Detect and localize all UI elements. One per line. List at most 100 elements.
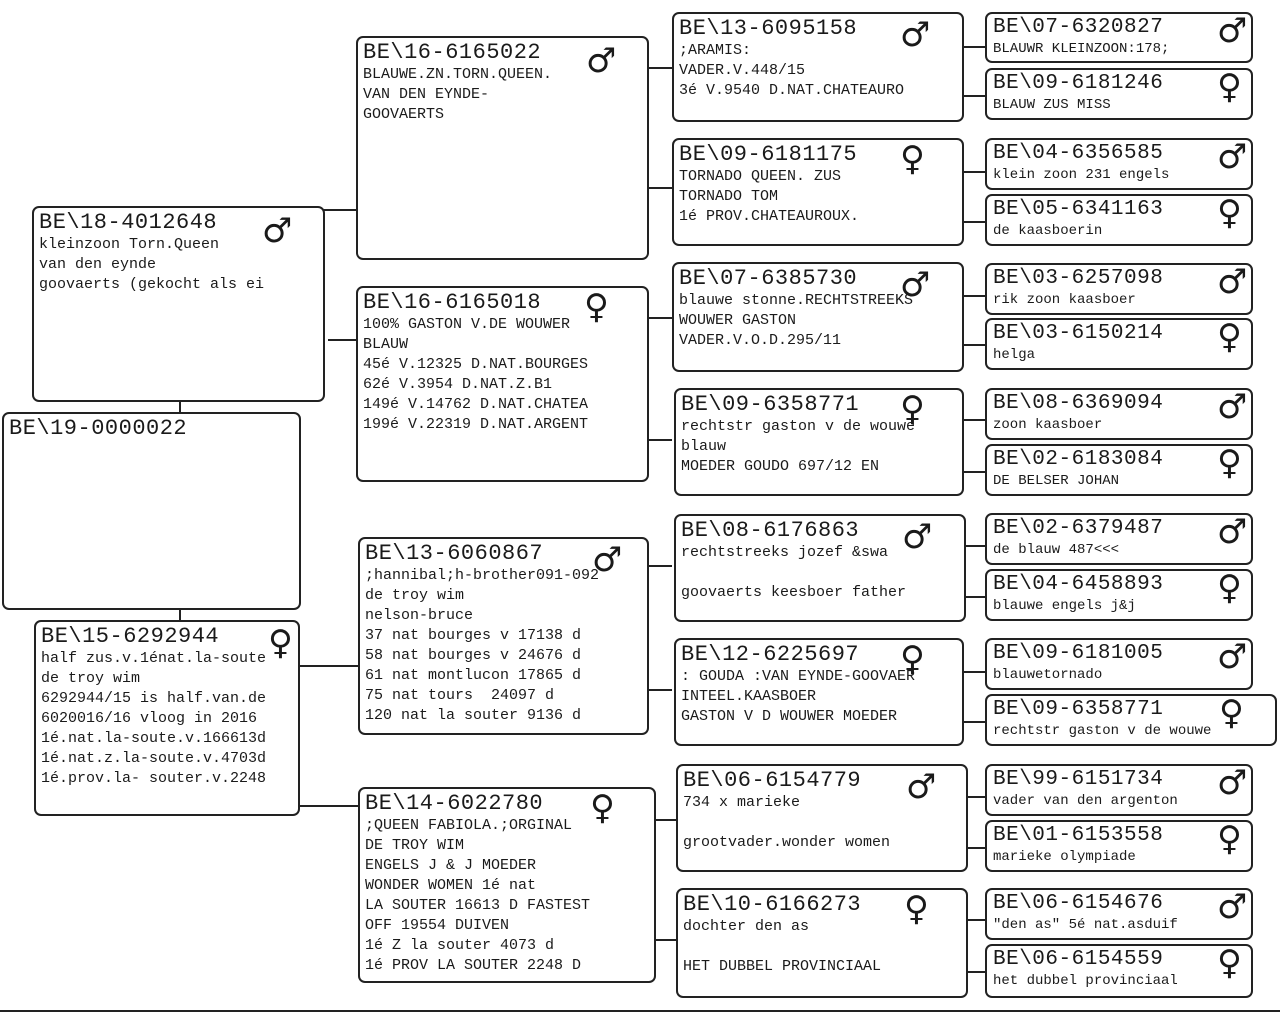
female-icon: ♀ bbox=[1217, 444, 1242, 483]
pedigree-notes: de kaasboerin bbox=[993, 223, 1103, 239]
pedigree-notes: dochter den as HET DUBBEL PROVINCIAAL bbox=[683, 918, 882, 975]
female-icon: ♀ bbox=[1217, 944, 1242, 983]
bottom-border-line bbox=[0, 1010, 1280, 1012]
ring-number: BE\03-6150214 bbox=[993, 322, 1164, 345]
ggg-box: BE\01-6153558 ♀ marieke olympiade bbox=[985, 820, 1253, 872]
pedigree-notes: rik zoon kaasboer bbox=[993, 292, 1136, 308]
male-icon: ♂ bbox=[1217, 888, 1248, 927]
ggg-box: BE\05-6341163 ♀ de kaasboerin bbox=[985, 194, 1253, 246]
pedigree-notes: ;hannibal;h-brother091-092 de troy wim n… bbox=[365, 567, 600, 724]
ring-number: BE\06-6154676 bbox=[993, 892, 1164, 915]
ring-number: BE\06-6154779 bbox=[683, 768, 862, 793]
female-icon: ♀ bbox=[900, 139, 925, 179]
ring-number: BE\99-6151734 bbox=[993, 768, 1164, 791]
pedigree-notes: DE BELSER JOHAN bbox=[993, 473, 1120, 489]
pedigree-notes: vader van den argenton bbox=[993, 793, 1178, 809]
ggg-box: BE\09-6181005 ♂ blauwetornado bbox=[985, 638, 1253, 690]
male-icon: ♂ bbox=[1217, 764, 1248, 803]
grandsire-paternal-box: BE\16-6165022 ♂ BLAUWE.ZN.TORN.QUEEN. VA… bbox=[356, 36, 649, 260]
ring-number: BE\09-6358771 bbox=[993, 698, 1164, 721]
female-icon: ♀ bbox=[1217, 569, 1242, 608]
ggg-box: BE\09-6181246 ♀ BLAUW ZUS MISS bbox=[985, 68, 1253, 120]
ring-number: BE\02-6183084 bbox=[993, 448, 1164, 471]
ggg-box: BE\07-6320827 ♂ BLAUWR KLEINZOON:178; bbox=[985, 12, 1253, 63]
ggg-box: BE\02-6379487 ♂ de blauw 487<<< bbox=[985, 513, 1253, 565]
subject-box: BE\19-0000022 bbox=[2, 412, 301, 610]
male-icon: ♂ bbox=[262, 211, 293, 251]
ggg-box: BE\99-6151734 ♂ vader van den argenton bbox=[985, 764, 1253, 816]
male-icon: ♂ bbox=[1217, 12, 1248, 51]
ring-number: BE\08-6176863 bbox=[681, 518, 860, 543]
ring-number: BE\08-6369094 bbox=[993, 392, 1164, 415]
great-grandparent-box: BE\10-6166273 ♀ dochter den as HET DUBBE… bbox=[676, 888, 968, 998]
pedigree-notes: blauwetornado bbox=[993, 667, 1103, 683]
male-icon: ♂ bbox=[586, 41, 617, 81]
ggg-box: BE\09-6358771 ♀ rechtstr gaston v de wou… bbox=[985, 694, 1277, 746]
great-grandparent-box: BE\12-6225697 ♀ : GOUDA :VAN EYNDE-GOOVA… bbox=[674, 638, 964, 746]
pedigree-notes: TORNADO QUEEN. ZUS TORNADO TOM 1é PROV.C… bbox=[679, 168, 860, 225]
ring-number: BE\16-6165018 bbox=[363, 290, 542, 315]
ring-number: BE\09-6181246 bbox=[993, 72, 1164, 95]
female-icon: ♀ bbox=[1217, 318, 1242, 357]
pedigree-notes: de blauw 487<<< bbox=[993, 542, 1120, 558]
pedigree-notes: "den as" 5é nat.asduif bbox=[993, 917, 1178, 933]
great-grandparent-box: BE\07-6385730 ♂ blauwe stonne.RECHTSTREE… bbox=[672, 262, 964, 372]
female-icon: ♀ bbox=[900, 389, 925, 429]
ring-number: BE\03-6257098 bbox=[993, 267, 1164, 290]
ring-number: BE\13-6095158 bbox=[679, 16, 858, 41]
pedigree-notes: helga bbox=[993, 347, 1036, 363]
female-icon: ♀ bbox=[268, 623, 293, 663]
sire-box: BE\18-4012648 ♂ kleinzoon Torn.Queen van… bbox=[32, 206, 325, 402]
granddam-maternal-box: BE\14-6022780 ♀ ;QUEEN FABIOLA.;ORGINAL … bbox=[358, 787, 656, 983]
granddam-paternal-box: BE\16-6165018 ♀ 100% GASTON V.DE WOUWER … bbox=[356, 286, 649, 482]
pedigree-notes: ;ARAMIS: VADER.V.448/15 3é V.9540 D.NAT.… bbox=[679, 42, 905, 99]
ring-number: BE\06-6154559 bbox=[993, 948, 1164, 971]
pedigree-notes: marieke olympiade bbox=[993, 849, 1136, 865]
pedigree-notes: het dubbel provinciaal bbox=[993, 973, 1178, 989]
male-icon: ♂ bbox=[1217, 138, 1248, 177]
female-icon: ♀ bbox=[590, 788, 615, 828]
great-grandparent-box: BE\08-6176863 ♂ rechtstreeks jozef &swa … bbox=[674, 514, 966, 622]
male-icon: ♂ bbox=[906, 767, 937, 807]
great-grandparent-box: BE\06-6154779 ♂ 734 x marieke grootvader… bbox=[676, 764, 968, 872]
great-grandparent-box: BE\09-6181175 ♀ TORNADO QUEEN. ZUS TORNA… bbox=[672, 138, 964, 246]
ring-number: BE\04-6458893 bbox=[993, 573, 1164, 596]
male-icon: ♂ bbox=[1217, 263, 1248, 302]
male-icon: ♂ bbox=[1217, 513, 1248, 552]
male-icon: ♂ bbox=[902, 517, 933, 557]
pedigree-notes: rechtstr gaston v de wouwe blauw MOEDER … bbox=[681, 418, 916, 475]
ring-number: BE\07-6385730 bbox=[679, 266, 858, 291]
ggg-box: BE\06-6154559 ♀ het dubbel provinciaal bbox=[985, 944, 1253, 998]
ring-number: BE\14-6022780 bbox=[365, 791, 544, 816]
male-icon: ♂ bbox=[1217, 638, 1248, 677]
male-icon: ♂ bbox=[900, 265, 931, 305]
great-grandparent-box: BE\13-6095158 ♂ ;ARAMIS: VADER.V.448/15 … bbox=[672, 12, 964, 122]
ring-number: BE\05-6341163 bbox=[993, 198, 1164, 221]
pedigree-notes: kleinzoon Torn.Queen van den eynde goova… bbox=[39, 236, 265, 293]
ring-number: BE\07-6320827 bbox=[993, 16, 1164, 39]
ring-number: BE\10-6166273 bbox=[683, 892, 862, 917]
female-icon: ♀ bbox=[904, 889, 929, 929]
pedigree-notes: zoon kaasboer bbox=[993, 417, 1103, 433]
pedigree-notes: half zus.v.1énat.la-soute de troy wim 62… bbox=[41, 650, 267, 787]
female-icon: ♀ bbox=[1217, 68, 1242, 107]
ring-number: BE\12-6225697 bbox=[681, 642, 860, 667]
ggg-box: BE\08-6369094 ♂ zoon kaasboer bbox=[985, 388, 1253, 440]
male-icon: ♂ bbox=[592, 540, 623, 580]
ggg-box: BE\04-6356585 ♂ klein zoon 231 engels bbox=[985, 138, 1253, 190]
pedigree-notes: 734 x marieke grootvader.wonder women bbox=[683, 794, 891, 851]
pedigree-notes: klein zoon 231 engels bbox=[993, 167, 1170, 183]
pedigree-notes: ;QUEEN FABIOLA.;ORGINAL DE TROY WIM ENGE… bbox=[365, 817, 591, 974]
dam-box: BE\15-6292944 ♀ half zus.v.1énat.la-sout… bbox=[34, 620, 300, 816]
pedigree-notes: BLAUW ZUS MISS bbox=[993, 97, 1111, 113]
female-icon: ♀ bbox=[1217, 194, 1242, 233]
ring-number: BE\04-6356585 bbox=[993, 142, 1164, 165]
ggg-box: BE\03-6150214 ♀ helga bbox=[985, 318, 1253, 370]
ring-number: BE\18-4012648 bbox=[39, 210, 218, 235]
male-icon: ♂ bbox=[1217, 388, 1248, 427]
ring-number: BE\13-6060867 bbox=[365, 541, 544, 566]
ring-number: BE\16-6165022 bbox=[363, 40, 542, 65]
ring-number: BE\09-6358771 bbox=[681, 392, 860, 417]
ggg-box: BE\02-6183084 ♀ DE BELSER JOHAN bbox=[985, 444, 1253, 496]
